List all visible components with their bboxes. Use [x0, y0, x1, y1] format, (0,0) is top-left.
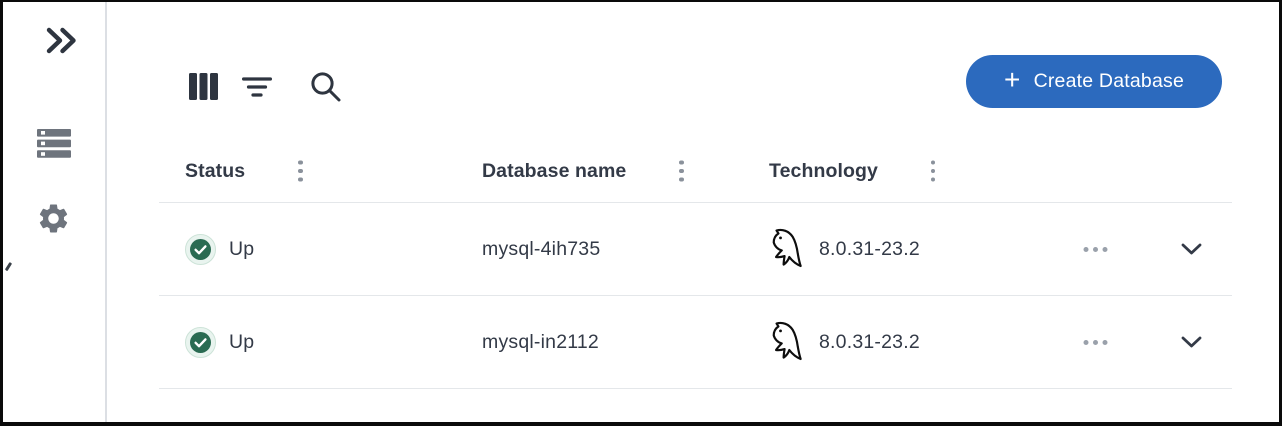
check-circle-icon — [190, 331, 211, 353]
mysql-dolphin-icon — [772, 321, 802, 361]
expand-cell — [1151, 328, 1232, 356]
status-text: Up — [229, 330, 255, 353]
database-name-cell: mysql-4ih735 — [482, 238, 769, 261]
gear-icon — [39, 204, 68, 233]
column-header-technology: Technology — [769, 159, 878, 182]
search-button[interactable] — [309, 70, 342, 103]
filter-button[interactable] — [242, 77, 272, 97]
sidebar — [3, 2, 107, 422]
header-cell-name: Database name — [482, 159, 769, 184]
sidebar-item-settings[interactable] — [36, 201, 71, 236]
ellipsis-icon — [1092, 246, 1098, 252]
server-icon — [37, 129, 71, 158]
status-column-menu-button[interactable] — [293, 159, 308, 184]
column-header-database-name: Database name — [482, 159, 627, 182]
expand-cell — [1151, 235, 1232, 263]
ellipsis-icon — [1092, 339, 1098, 345]
filter-icon — [242, 77, 272, 97]
kebab-icon — [679, 168, 684, 174]
actions-cell — [1039, 235, 1151, 264]
create-database-label: Create Database — [1033, 70, 1184, 92]
chevron-down-icon — [1181, 336, 1202, 348]
technology-version: 8.0.31-23.2 — [819, 330, 920, 353]
databases-table: Status Database name Technology — [159, 140, 1232, 389]
row-expand-button[interactable] — [1173, 235, 1210, 263]
columns-button[interactable] — [189, 73, 218, 100]
status-up-badge — [185, 326, 216, 358]
status-cell: Up — [159, 326, 482, 358]
create-database-button[interactable]: + Create Database — [966, 55, 1222, 108]
header-cell-status: Status — [159, 159, 482, 184]
column-header-status: Status — [185, 159, 246, 182]
row-actions-button[interactable] — [1085, 328, 1106, 357]
actions-cell — [1039, 328, 1151, 357]
main-panel: + Create Database Status Database name — [107, 2, 1279, 422]
database-name-cell: mysql-in2112 — [482, 331, 769, 354]
sidebar-item-databases[interactable] — [37, 129, 71, 158]
row-expand-button[interactable] — [1173, 328, 1210, 356]
status-text: Up — [229, 237, 255, 260]
header-cell-technology: Technology — [769, 159, 1039, 184]
technology-column-menu-button[interactable] — [926, 159, 941, 184]
table-header-row: Status Database name Technology — [159, 140, 1232, 203]
plus-icon: + — [1004, 64, 1021, 95]
stray-mark — [4, 261, 12, 272]
database-name: mysql-4ih735 — [482, 237, 601, 260]
check-circle-icon — [190, 238, 211, 260]
chevron-down-icon — [1181, 243, 1202, 255]
table-row: Up mysql-in2112 8.0.31-23.2 — [159, 296, 1232, 389]
technology-version: 8.0.31-23.2 — [819, 237, 920, 260]
status-up-badge — [185, 233, 216, 265]
table-row: Up mysql-4ih735 8.0.31-23.2 — [159, 203, 1232, 296]
row-actions-button[interactable] — [1085, 235, 1106, 264]
kebab-icon — [298, 168, 303, 174]
technology-cell: 8.0.31-23.2 — [769, 321, 1039, 363]
technology-cell: 8.0.31-23.2 — [769, 228, 1039, 270]
columns-icon — [189, 73, 218, 100]
double-chevron-right-icon — [46, 27, 76, 54]
database-name: mysql-in2112 — [482, 330, 599, 353]
search-icon — [311, 72, 341, 102]
sidebar-expand-button[interactable] — [46, 27, 77, 54]
database-name-column-menu-button[interactable] — [674, 159, 689, 184]
mysql-dolphin-icon — [772, 228, 802, 268]
status-cell: Up — [159, 233, 482, 265]
kebab-icon — [930, 168, 936, 174]
